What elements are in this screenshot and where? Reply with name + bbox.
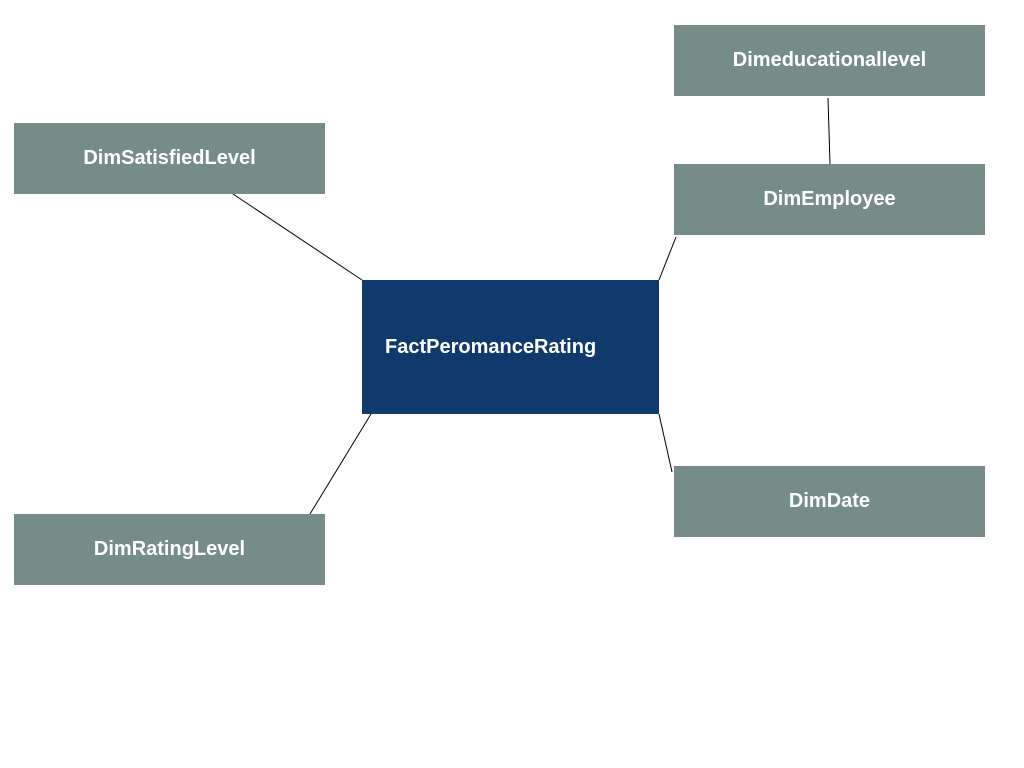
connector-fact-to-employee	[658, 236, 677, 281]
connector-fact-to-date	[658, 413, 673, 473]
connector-satisfied-to-fact	[229, 191, 363, 281]
dim-satisfied-level-box[interactable]: DimSatisfiedLevel	[14, 123, 325, 194]
dim-rating-level-label: DimRatingLevel	[93, 538, 246, 560]
dim-employee-label: DimEmployee	[763, 188, 896, 210]
fact-table-label: FactPeromanceRating	[385, 335, 597, 358]
dim-rating-level-box[interactable]: DimRatingLevel	[14, 514, 325, 585]
dim-educational-level-label: Dimeducationallevel	[732, 49, 927, 71]
connector-educational-to-employee	[827, 97, 831, 165]
dim-satisfied-level-label: DimSatisfiedLevel	[83, 147, 256, 169]
dim-employee-box[interactable]: DimEmployee	[674, 164, 985, 235]
connector-rating-to-fact	[309, 413, 372, 515]
dim-date-box[interactable]: DimDate	[674, 466, 985, 537]
dim-educational-level-box[interactable]: Dimeducationallevel	[674, 25, 985, 96]
dim-date-label: DimDate	[788, 490, 871, 512]
fact-table-box[interactable]: FactPeromanceRating	[362, 280, 659, 414]
